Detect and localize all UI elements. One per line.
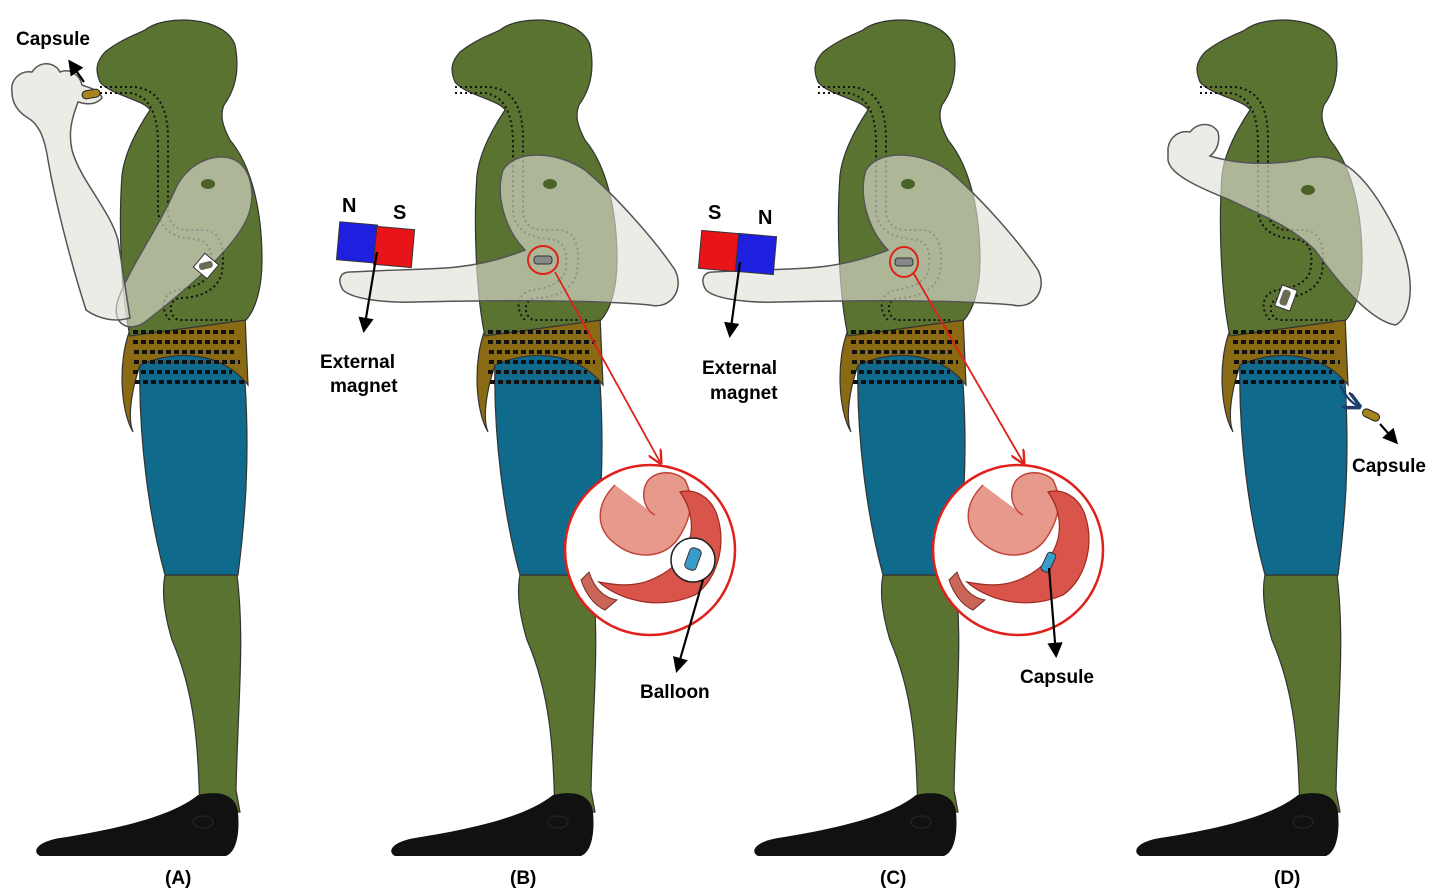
- pole-label-n: N: [758, 207, 772, 229]
- magnet-north-pole: [336, 222, 377, 263]
- panel-c: S N External magnet Capsule (C): [698, 20, 1103, 889]
- stomach-inset-balloon: [565, 465, 735, 635]
- annotation-external-magnet-b-2: magnet: [330, 376, 398, 397]
- pole-label-s: S: [393, 202, 406, 224]
- annotation-capsule-d: Capsule: [1352, 456, 1426, 477]
- annotation-external-magnet-b-1: External: [320, 352, 395, 373]
- annotation-capsule-c: Capsule: [1020, 667, 1094, 688]
- capsule-icon: [1361, 408, 1381, 423]
- raised-arm: [12, 64, 130, 320]
- capsule-icon: [895, 258, 913, 266]
- external-magnet-c: [698, 230, 776, 274]
- panel-label-d: (D): [1274, 868, 1300, 889]
- annotation-external-magnet-c-2: magnet: [710, 383, 778, 404]
- magnet-south-pole: [698, 230, 739, 271]
- annotation-external-magnet-c-1: External: [702, 358, 777, 379]
- panel-d: Capsule (D): [1136, 20, 1426, 889]
- capsule-pointer-arrow: [1380, 424, 1396, 442]
- annotation-balloon: Balloon: [640, 682, 710, 703]
- magnet-south-pole: [373, 226, 414, 267]
- magnet-north-pole: [735, 233, 776, 274]
- panel-label-b: (B): [510, 868, 536, 889]
- panel-label-c: (C): [880, 868, 906, 889]
- panel-a: Capsule (A): [12, 20, 262, 889]
- pole-label-s: S: [708, 202, 721, 224]
- capsule-icon: [534, 256, 552, 264]
- stomach-inset-capsule: [933, 465, 1103, 635]
- annotation-capsule-a: Capsule: [16, 29, 90, 50]
- pole-label-n: N: [342, 195, 356, 217]
- panel-label-a: (A): [165, 868, 191, 889]
- panel-b: N S External magnet Balloon (B): [320, 20, 735, 889]
